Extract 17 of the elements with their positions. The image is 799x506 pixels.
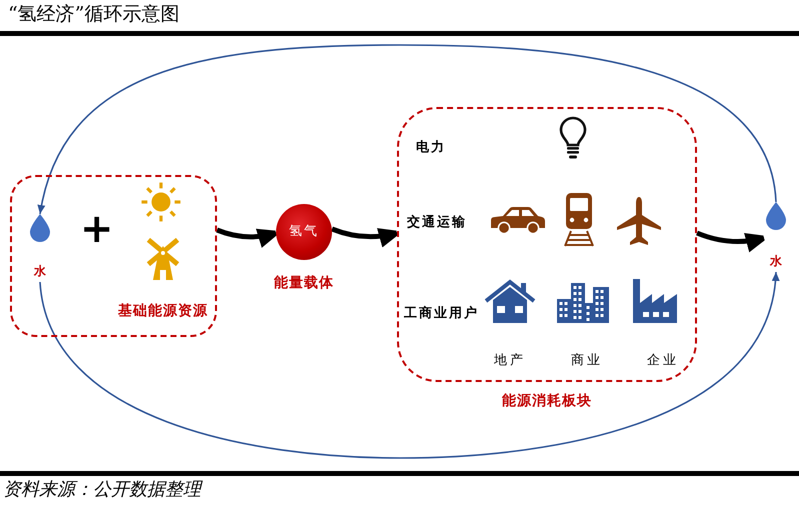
icon-caption: 商业 — [571, 353, 603, 369]
icon-caption: 企业 — [647, 353, 679, 369]
curved-arrow — [39, 272, 779, 459]
icon-caption: 地产 — [494, 353, 526, 369]
plus-sign: + — [80, 209, 114, 249]
row-label: 电力 — [416, 140, 446, 156]
row-label: 交通运输 — [407, 215, 467, 231]
caption: 资料来源：公开数据整理 — [3, 479, 201, 501]
node-label: 水 — [34, 264, 46, 278]
node-label: 氢气 — [289, 224, 319, 240]
row-label: 工商业用户 — [404, 306, 479, 322]
node-label: 水 — [770, 254, 782, 268]
group-label: 能源消耗板块 — [502, 393, 592, 410]
title: “氢经济”循环示意图 — [8, 3, 180, 26]
curved-arrow — [38, 44, 777, 214]
node-caption: 能量载体 — [274, 275, 334, 292]
group-label: 基础能源资源 — [118, 303, 208, 320]
